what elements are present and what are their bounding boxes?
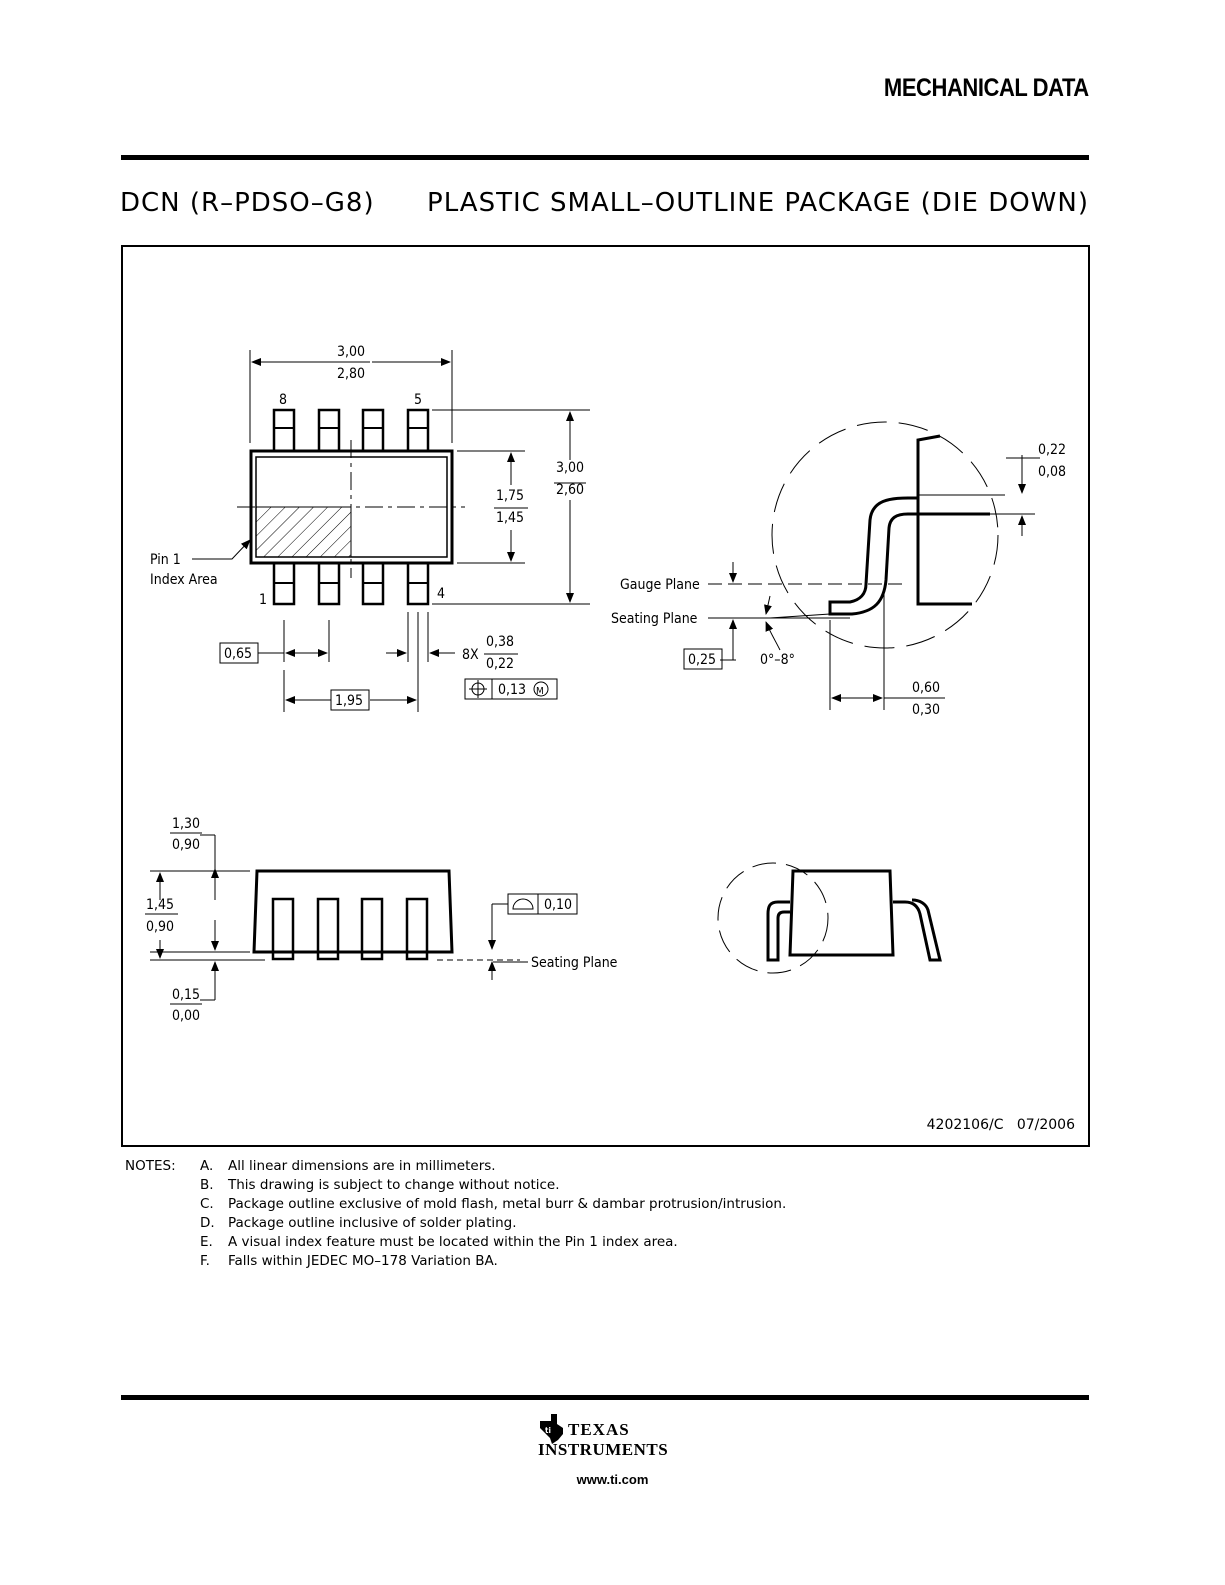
pin-4-label: 4: [437, 586, 445, 602]
dim-standoff-min: 0,00: [172, 1008, 200, 1024]
dim-body-min: 1,45: [496, 510, 524, 526]
dim-tip-min: 0,08: [1038, 464, 1066, 480]
dim-lead-width-max: 0,38: [486, 634, 514, 650]
position-tolerance: 0,13: [498, 682, 526, 698]
pin-8-label: 8: [279, 392, 287, 408]
document-number: 4202106/C 07/2006: [926, 1117, 1075, 1133]
footer-url[interactable]: www.ti.com: [576, 1472, 649, 1487]
bottom-rule: [121, 1395, 1089, 1400]
lead-count: 8X: [462, 647, 479, 663]
top-rule: [121, 155, 1089, 160]
svg-text:ti: ti: [545, 1426, 551, 1435]
dim-pitch: 0,65: [224, 646, 252, 662]
side-seating-plane-label: Seating Plane: [531, 955, 618, 971]
dim-height-min: 2,60: [556, 482, 584, 498]
side-view: [145, 832, 578, 1005]
dim-foot-max: 0,60: [912, 680, 940, 696]
dim-height-max: 3,00: [556, 460, 584, 476]
dim-span: 1,95: [335, 693, 363, 709]
dim-top-max: 1,30: [172, 816, 200, 832]
lead-detail: [683, 421, 1040, 710]
section-header: MECHANICAL DATA: [884, 74, 1089, 102]
logo-brand-1: TEXAS: [568, 1420, 630, 1439]
m-symbol: M: [536, 686, 544, 697]
gauge-plane-label: Gauge Plane: [620, 577, 700, 593]
seating-plane-label: Seating Plane: [611, 611, 698, 627]
dim-lead-width-min: 0,22: [486, 656, 514, 672]
pin1-index-label-1: Pin 1: [150, 552, 181, 568]
ti-state-logo: ti: [540, 1414, 563, 1444]
note-d: D.Package outline inclusive of solder pl…: [200, 1215, 517, 1231]
dim-angle: 0°–8°: [760, 652, 795, 668]
pin-1-label: 1: [259, 592, 267, 608]
coplanarity-value: 0,10: [544, 897, 572, 913]
pin1-index-label-2: Index Area: [150, 572, 218, 588]
package-name: PLASTIC SMALL–OUTLINE PACKAGE (DIE DOWN): [427, 188, 1089, 218]
package-code: DCN (R–PDSO–G8): [120, 188, 375, 218]
dim-body-max: 1,75: [496, 488, 524, 504]
end-view: [717, 862, 942, 974]
logo-brand-2: INSTRUMENTS: [538, 1440, 669, 1459]
dim-side-body-min: 0,90: [146, 919, 174, 935]
top-view: [192, 350, 590, 712]
note-b: B.This drawing is subject to change with…: [200, 1177, 560, 1193]
dim-gauge: 0,25: [688, 652, 716, 668]
dim-foot-min: 0,30: [912, 702, 940, 718]
pin-5-label: 5: [414, 392, 422, 408]
dim-side-body-max: 1,45: [146, 897, 174, 913]
ti-logo-text: TEXAS INSTRUMENTS: [538, 1416, 678, 1466]
dim-width-max: 3,00: [337, 344, 365, 360]
note-a: A.All linear dimensions are in millimete…: [200, 1158, 496, 1174]
dim-standoff-max: 0,15: [172, 987, 200, 1003]
dim-tip-max: 0,22: [1038, 442, 1066, 458]
dim-width-min: 2,80: [337, 366, 365, 382]
notes-label: NOTES:: [125, 1158, 176, 1174]
note-c: C.Package outline exclusive of mold flas…: [200, 1196, 787, 1212]
note-f: F.Falls within JEDEC MO–178 Variation BA…: [200, 1253, 498, 1269]
dim-top-min: 0,90: [172, 837, 200, 853]
drawing-frame: [121, 245, 1090, 1147]
note-e: E.A visual index feature must be located…: [200, 1234, 678, 1250]
